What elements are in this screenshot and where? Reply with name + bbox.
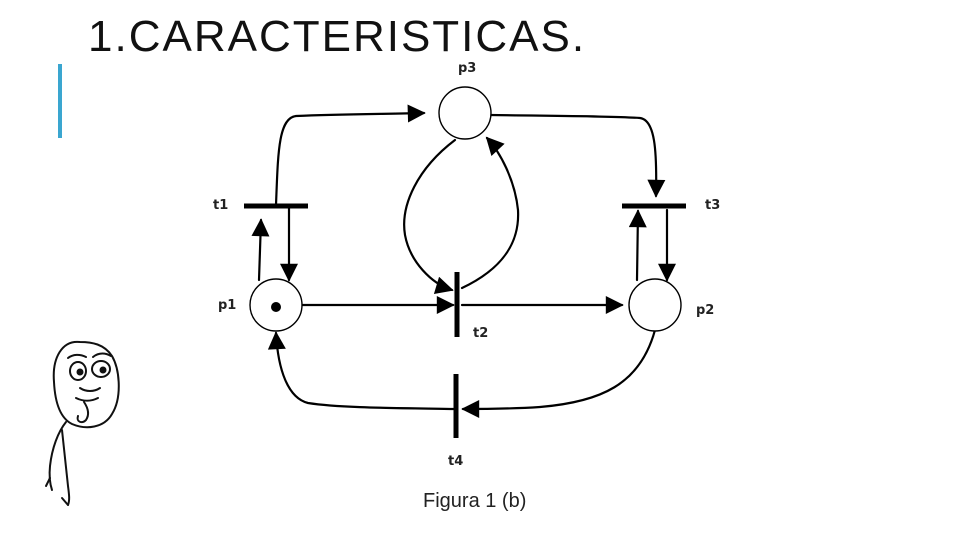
- accent-bar: [58, 64, 62, 138]
- label-t1: t1: [213, 198, 228, 213]
- slide-title: 1.CARACTERISTICAS.: [88, 12, 587, 61]
- arc-p2-t4: [461, 328, 657, 418]
- label-t4: t4: [448, 454, 463, 469]
- token-p1: [271, 302, 281, 312]
- figure-caption: Figura 1 (b): [423, 490, 527, 512]
- thinking-stick-figure-icon: [45, 340, 120, 506]
- label-p3: p3: [458, 61, 476, 76]
- place-p2: [628, 278, 682, 332]
- arc-t2-p3: [460, 136, 520, 290]
- place-p3: [438, 86, 492, 140]
- arc-p3-t3: [488, 113, 666, 198]
- label-t3: t3: [705, 198, 720, 213]
- arc-p3-t2: [403, 138, 457, 294]
- arc-p2-t3: [628, 209, 647, 282]
- label-p2: p2: [696, 303, 714, 318]
- arc-p1-t1: [251, 218, 270, 282]
- arc-t4-p1: [267, 331, 457, 411]
- arc-t1-p3: [274, 104, 426, 207]
- label-t2: t2: [473, 326, 488, 341]
- label-p1: p1: [218, 298, 236, 313]
